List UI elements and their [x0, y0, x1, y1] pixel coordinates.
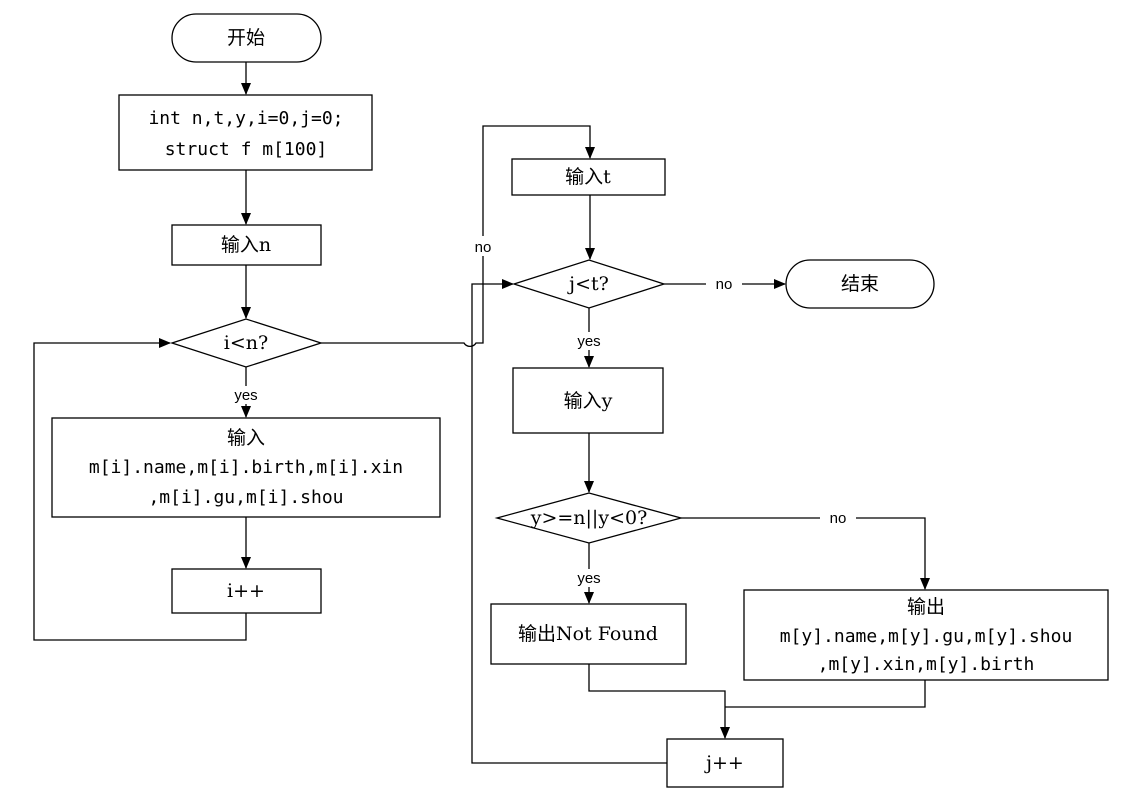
output-not-found-node: 输出Not Found	[490, 603, 687, 665]
input-t-node: 输入t	[511, 158, 666, 196]
input-y-label: 输入y	[564, 390, 613, 412]
edge-label-j-yes: yes	[577, 333, 600, 350]
edge-label-bg-j-no	[706, 275, 742, 293]
arrow-cond-y-no	[681, 517, 930, 590]
input-n-node: 输入n	[171, 224, 322, 266]
edge-label-bg-y-no	[820, 509, 856, 527]
end-node: 结束	[785, 259, 935, 309]
input-y-node: 输入y	[512, 367, 664, 434]
edge-label-bg-y-yes	[570, 569, 608, 587]
cond-i-label: i<n?	[224, 332, 268, 354]
cond-i-node: i<n?	[169, 318, 324, 368]
inc-j-label: j++	[704, 752, 744, 774]
output-not-found-label: 输出Not Found	[518, 623, 658, 645]
declaration-line-2: struct f m[100]	[165, 139, 328, 160]
end-label: 结束	[841, 273, 879, 295]
inc-j-node: j++	[666, 738, 784, 788]
arrow-not-found-to-inc-j	[588, 664, 730, 739]
cond-y-node: y>=n||y<0?	[494, 492, 684, 544]
start-node: 开始	[171, 13, 322, 63]
edge-label-i-no: no	[475, 239, 492, 256]
output-record-title: 输出	[907, 596, 945, 618]
input-record-node: 输入 m[i].name,m[i].birth,m[i].xin ,m[i].g…	[51, 417, 441, 518]
edge-label-bg-j-yes	[570, 332, 608, 350]
edge-label-bg-i-no	[466, 236, 500, 256]
cond-j-label: j<t?	[567, 273, 609, 295]
edge-label-y-yes: yes	[577, 570, 600, 587]
input-t-label: 输入t	[565, 166, 611, 188]
cond-j-node: j<t?	[511, 259, 667, 309]
arrow-cond-i-no	[321, 125, 595, 347]
input-n-label: 输入n	[221, 234, 271, 256]
output-record-node: 输出 m[y].name,m[y].gu,m[y].shou ,m[y].xin…	[743, 589, 1109, 681]
arrow-loop-back-i	[33, 338, 247, 641]
inc-i-node: i++	[171, 568, 322, 614]
start-label: 开始	[227, 27, 265, 49]
output-record-line-1: m[y].name,m[y].gu,m[y].shou	[780, 626, 1073, 647]
input-record-title: 输入	[227, 427, 265, 449]
arrow-loop-back-j	[471, 279, 667, 764]
input-record-line-1: m[i].name,m[i].birth,m[i].xin	[89, 457, 403, 478]
edge-label-bg-i-yes	[228, 386, 264, 404]
declaration-line-1: int n,t,y,i=0,j=0;	[148, 108, 343, 129]
inc-i-label: i++	[227, 580, 265, 602]
output-record-line-2: ,m[y].xin,m[y].birth	[818, 654, 1035, 675]
cond-y-label: y>=n||y<0?	[530, 507, 648, 529]
arrow-output-to-inc-j	[725, 680, 926, 708]
input-record-line-2: ,m[i].gu,m[i].shou	[148, 487, 343, 508]
edge-label-i-yes: yes	[234, 387, 257, 404]
edge-label-y-no: no	[830, 510, 847, 527]
edge-label-j-no: no	[716, 276, 733, 293]
declaration-node: int n,t,y,i=0,j=0; struct f m[100]	[118, 94, 373, 171]
